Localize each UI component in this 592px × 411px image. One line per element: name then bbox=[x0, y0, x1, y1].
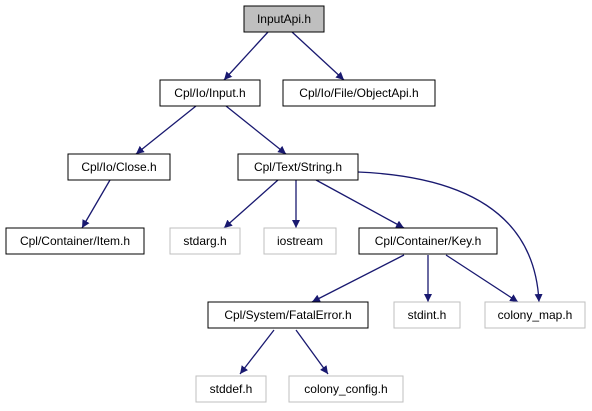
node-iostream[interactable]: iostream bbox=[263, 227, 337, 255]
node-label: iostream bbox=[277, 234, 323, 248]
edge-cpl-io-input-to-cpl-text-string bbox=[225, 105, 287, 155]
node-label: colony_map.h bbox=[498, 308, 573, 322]
node-label: Cpl/Io/File/ObjectApi.h bbox=[299, 86, 418, 100]
node-cpl-io-file-objectapi-h[interactable]: Cpl/Io/File/ObjectApi.h bbox=[282, 79, 436, 107]
node-colony-config-h[interactable]: colony_config.h bbox=[288, 375, 404, 403]
node-inputapi-h[interactable]: InputApi.h bbox=[243, 5, 325, 33]
edge-cpl-text-string-to-cpl-container-key bbox=[315, 179, 405, 229]
edge-cpl-system-fatalerror-to-stddef bbox=[239, 329, 275, 375]
edges bbox=[81, 31, 543, 375]
node-label: stddef.h bbox=[210, 382, 253, 396]
node-label: colony_config.h bbox=[304, 382, 387, 396]
edge-cpl-io-input-to-cpl-io-close bbox=[135, 105, 197, 155]
node-colony-map-h[interactable]: colony_map.h bbox=[484, 301, 586, 329]
edge-root-to-cpl-io-file-objectapi bbox=[291, 31, 345, 81]
nodes: InputApi.h Cpl/Io/Input.h Cpl/Io/File/Ob… bbox=[5, 5, 586, 403]
node-label: Cpl/Container/Key.h bbox=[375, 234, 482, 248]
edge-cpl-container-key-to-cpl-system-fatalerror bbox=[311, 254, 405, 303]
node-label: Cpl/Io/Close.h bbox=[81, 160, 156, 174]
node-label: Cpl/Container/Item.h bbox=[20, 234, 130, 248]
edge-cpl-text-string-to-stdarg bbox=[223, 179, 279, 229]
node-cpl-container-key-h[interactable]: Cpl/Container/Key.h bbox=[358, 227, 498, 255]
node-label: Cpl/Io/Input.h bbox=[174, 86, 245, 100]
node-cpl-text-string-h[interactable]: Cpl/Text/String.h bbox=[237, 153, 359, 181]
edge-root-to-cpl-io-input bbox=[223, 31, 269, 81]
node-cpl-io-close-h[interactable]: Cpl/Io/Close.h bbox=[67, 153, 171, 181]
node-label: stdint.h bbox=[408, 308, 447, 322]
node-label: Cpl/Text/String.h bbox=[254, 160, 342, 174]
node-cpl-io-input-h[interactable]: Cpl/Io/Input.h bbox=[159, 79, 261, 107]
node-cpl-system-fatalerror-h[interactable]: Cpl/System/FatalError.h bbox=[207, 301, 369, 329]
edge-cpl-container-key-to-colony-map bbox=[445, 254, 519, 303]
node-label: InputApi.h bbox=[257, 12, 311, 26]
edge-cpl-system-fatalerror-to-colony-config bbox=[295, 329, 329, 375]
edge-cpl-io-close-to-cpl-container-item bbox=[81, 179, 111, 229]
node-stdarg-h[interactable]: stdarg.h bbox=[169, 227, 241, 255]
node-stdint-h[interactable]: stdint.h bbox=[393, 301, 461, 329]
node-label: stdarg.h bbox=[183, 234, 226, 248]
node-stddef-h[interactable]: stddef.h bbox=[195, 375, 267, 403]
node-label: Cpl/System/FatalError.h bbox=[224, 308, 351, 322]
node-cpl-container-item-h[interactable]: Cpl/Container/Item.h bbox=[5, 227, 145, 255]
edge-cpl-text-string-to-colony-map bbox=[357, 171, 543, 303]
